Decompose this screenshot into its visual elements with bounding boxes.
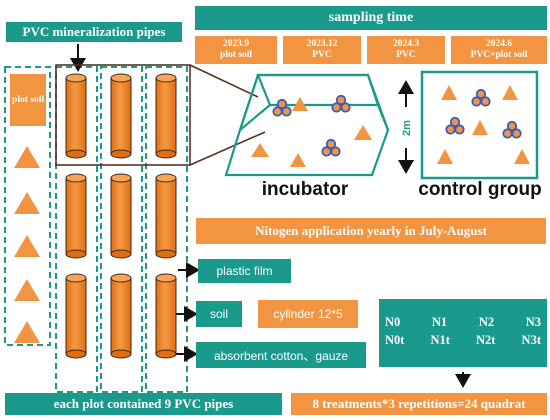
- treatment-n0t: N0t: [385, 333, 405, 347]
- sampling-label-4: PVC+plot soil: [470, 50, 528, 60]
- incubator-box: [224, 73, 390, 177]
- footer-treatments-count: 8 treatments*3 repetitions=24 quadrat: [291, 393, 547, 415]
- control-group-box: [420, 70, 539, 180]
- sampling-label-3: PVC: [396, 50, 416, 60]
- treatment-n1: N1: [431, 315, 448, 329]
- pipe-highlight-box: [55, 64, 191, 166]
- treatment-n3t: N3t: [521, 333, 541, 347]
- treatment-n3: N3: [525, 315, 541, 329]
- sampling-column-4: 2024.6 PVC+plot soil: [451, 36, 547, 64]
- zoom-line-top: [189, 64, 259, 98]
- nitrogen-application-banner: Nitogen application yearly in July-Augus…: [196, 218, 546, 244]
- treatment-n2: N2: [478, 315, 495, 329]
- incubator-label: incubator: [261, 179, 349, 200]
- treatments-box: N0 N1 N2 N3 N0t N1t N2t N3t: [379, 299, 547, 367]
- legend-absorbent-cotton: absorbent cotton、gauze: [196, 342, 366, 368]
- treatments-row-1: N0 N1 N2 N3: [385, 315, 541, 330]
- treatment-n1t: N1t: [430, 333, 450, 347]
- sampling-label-2: PVC: [312, 50, 332, 60]
- sampling-column-3: 2024.3 PVC: [367, 36, 445, 64]
- legend-cylinder: cylinder 12*5: [258, 300, 358, 328]
- legend-plastic-film: plastic film: [198, 259, 291, 283]
- plot-soil-label: plot soil: [10, 74, 46, 126]
- distance-label: 2m: [401, 120, 413, 136]
- treatments-row-2: N0t N1t N2t N3t: [385, 333, 541, 348]
- footer-pvc-count: each plot contained 9 PVC pipes: [5, 393, 282, 415]
- pipe-column-frame-3: [145, 66, 188, 393]
- sampling-date-3: 2024.3: [392, 39, 420, 49]
- sampling-column-1: 2023.9 plot soil: [195, 36, 277, 64]
- sampling-column-2: 2023.12 PVC: [283, 36, 361, 64]
- control-group-label: control group: [418, 179, 542, 200]
- sampling-date-2: 2023.12: [306, 39, 338, 49]
- treatment-n2t: N2t: [476, 333, 496, 347]
- pipe-column-frame-2: [100, 66, 143, 393]
- plot-soil-triangles: [14, 146, 40, 343]
- zoom-line-bottom: [189, 131, 266, 166]
- legend-soil: soil: [196, 301, 242, 327]
- sampling-time-title: sampling time: [195, 6, 547, 30]
- sampling-date-4: 2024.6: [485, 39, 513, 49]
- plot-soil-frame: [4, 66, 51, 346]
- control-triangles: [437, 85, 530, 164]
- pvc-pipes-title: PVC mineralization pipes: [6, 22, 182, 42]
- pvc-pipes: [65, 73, 177, 359]
- sampling-date-1: 2023.9: [222, 39, 250, 49]
- incubator-triangles: [251, 97, 372, 167]
- sampling-label-1: plot soil: [220, 50, 252, 60]
- treatment-n0: N0: [385, 315, 401, 329]
